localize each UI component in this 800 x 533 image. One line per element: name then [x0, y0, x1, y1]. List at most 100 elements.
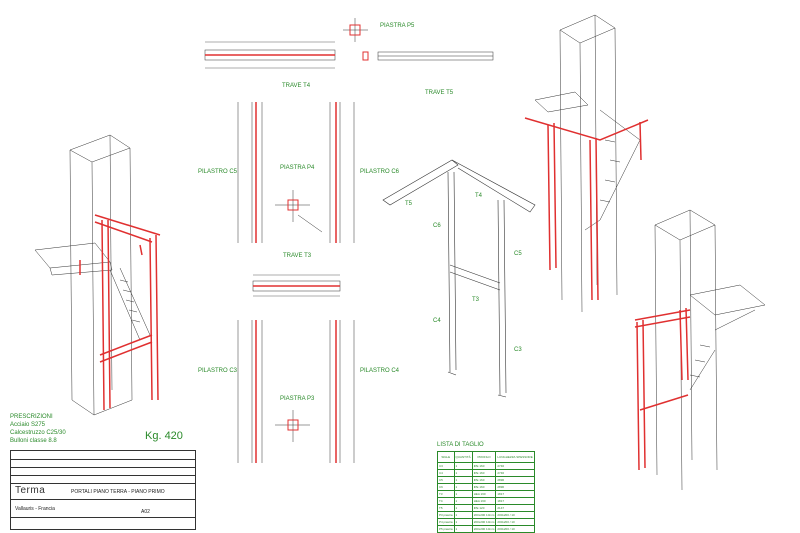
cut-list: LISTA DI TAGLIO SIGLE QUANTITÀ PROFILO L…	[437, 442, 535, 533]
label-piastra-p5: PIASTRA P5	[380, 23, 415, 29]
cut-list-cell: C6	[437, 483, 455, 491]
cut-list-cell: IPE 160	[471, 476, 497, 484]
isometric-structure-top-right	[524, 117, 649, 301]
cut-list-cell: T3	[437, 490, 455, 498]
label-piastra-p4: PIASTRA P4	[280, 165, 315, 171]
piastra-p4-detail	[275, 190, 323, 233]
frame-label-c4: C4	[433, 318, 441, 324]
frame-label-t5: T5	[405, 201, 413, 207]
cut-list-header: LUNGHEZZA SPESSORE	[495, 451, 535, 463]
cut-list-cell: C5	[437, 476, 455, 484]
isometric-view-left	[34, 134, 151, 416]
cut-list-cell: 2746	[495, 469, 535, 477]
cut-list-header-row: SIGLE QUANTITÀ PROFILO LUNGHEZZA SPESSOR…	[437, 451, 535, 463]
sheet-number: A02	[141, 509, 150, 515]
cut-list-cell: 1	[453, 511, 473, 519]
cut-list-cell: 1	[453, 525, 473, 533]
cut-list-cell: 1817	[495, 497, 535, 505]
frame-label-c3: C3	[514, 347, 522, 353]
cut-list-cell: C4	[437, 469, 455, 477]
cut-list-cell: 1	[453, 490, 473, 498]
cut-list-cell: IPE 160	[471, 462, 497, 470]
cut-list-cell: 1	[453, 518, 473, 526]
prescription-line: Acciaio S275	[10, 422, 46, 428]
label-pilastro-c6: PILASTRO C6	[360, 169, 400, 175]
pilastro-c5-elevation	[237, 102, 263, 243]
cut-list-cell: 200x200 10mm	[471, 511, 497, 519]
frame-label-t3: T3	[472, 297, 480, 303]
cut-list-cell: 2746	[495, 462, 535, 470]
piastra-p5-detail	[343, 18, 369, 61]
cut-list-cell: HEA 160	[471, 490, 497, 498]
cut-list-cell: P3 piastra	[437, 511, 455, 519]
brand-logo: Terma	[15, 485, 46, 496]
label-pilastro-c4: PILASTRO C4	[360, 368, 400, 374]
pilastro-c4-elevation	[329, 320, 355, 463]
prescriptions: PRESCRIZIONI Acciaio S275 Calcestruzzo C…	[10, 413, 66, 445]
cut-list-cell: 200x200 / 10	[495, 511, 535, 519]
label-trave-t4: TRAVE T4	[282, 83, 311, 89]
title-block: Terma PORTALI PIANO TERRA - PIANO PRIMO …	[10, 450, 196, 530]
frame-label-c5: C5	[514, 251, 522, 257]
cut-list-cell: 200x200 10mm	[471, 525, 497, 533]
cut-list-cell: IPE 120	[471, 504, 497, 512]
cut-list-cell: IPE 160	[471, 483, 497, 491]
cut-list-header: SIGLE	[437, 451, 455, 463]
label-trave-t5: TRAVE T5	[425, 90, 454, 96]
cut-list-cell: P4 piastra	[437, 518, 455, 526]
label-pilastro-c3: PILASTRO C3	[198, 368, 238, 374]
trave-t3-elevation	[252, 274, 341, 297]
cut-list-cell: 2896	[495, 476, 535, 484]
cut-list-cell: C3	[437, 462, 455, 470]
label-trave-t3: TRAVE T3	[283, 253, 312, 259]
cut-list-cell: 1	[453, 469, 473, 477]
cut-list-cell: 200x200 / 10	[495, 518, 535, 526]
cut-list-title: LISTA DI TAGLIO	[437, 442, 484, 448]
cut-list-cell: 1	[453, 462, 473, 470]
cut-list-cell: 200x200 10mm	[471, 518, 497, 526]
cut-list-header: PROFILO	[471, 451, 497, 463]
cut-list-header: QUANTITÀ	[453, 451, 473, 463]
cut-list-cell: 1	[453, 476, 473, 484]
isometric-view-top-right	[534, 14, 641, 313]
project-title: PORTALI PIANO TERRA - PIANO PRIMO	[71, 489, 165, 495]
prescription-line: Bulloni classe 8.8	[10, 438, 57, 444]
isometric-view-bottom-right	[654, 209, 766, 491]
cut-list-cell: 2896	[495, 483, 535, 491]
cut-list-cell: 200x200 / 10	[495, 525, 535, 533]
cut-list-cell: 1	[453, 497, 473, 505]
isometric-structure-left	[79, 214, 161, 411]
cut-list-table: SIGLE QUANTITÀ PROFILO LUNGHEZZA SPESSOR…	[437, 451, 535, 533]
cut-list-cell: 2147	[495, 504, 535, 512]
isometric-structure-bottom-right	[634, 307, 691, 471]
cut-list-cell: T5	[437, 504, 455, 512]
cut-list-cell: 1	[453, 483, 473, 491]
label-pilastro-c5: PILASTRO C5	[198, 169, 238, 175]
cut-list-cell: 1817	[495, 490, 535, 498]
cut-list-cell: T4	[437, 497, 455, 505]
cut-list-cell: IPE 160	[471, 469, 497, 477]
cut-list-cell: HEA 160	[471, 497, 497, 505]
frame-label-c6: C6	[433, 223, 441, 229]
prescription-line: Calcestruzzo C25/30	[10, 430, 66, 436]
project-location: Vallauris - Francia	[15, 506, 55, 512]
cut-list-cell: P5 piastra	[437, 525, 455, 533]
trave-t4-elevation	[204, 41, 336, 69]
weight-label: Kg. 420	[145, 430, 183, 442]
pilastro-c3-elevation	[237, 320, 263, 463]
piastra-p3-detail	[275, 410, 310, 442]
frame-isometric-view	[382, 159, 536, 398]
trave-t5-elevation	[377, 51, 494, 61]
pilastro-c6-elevation	[329, 102, 355, 243]
